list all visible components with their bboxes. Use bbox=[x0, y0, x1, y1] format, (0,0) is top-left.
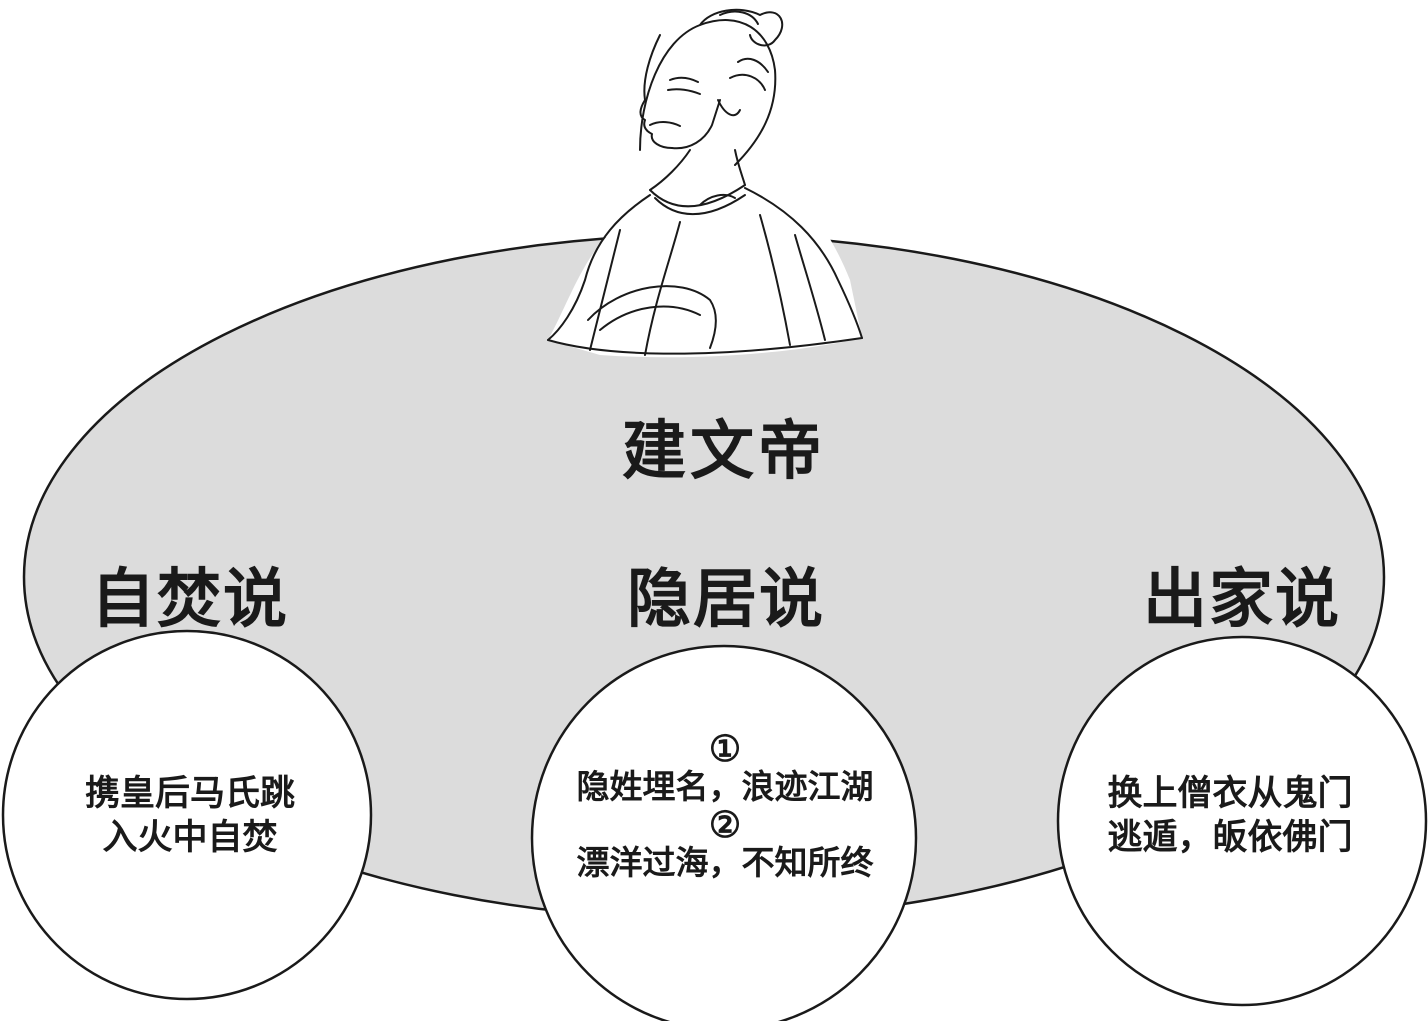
theory-detail-seclusion: ① 隐姓埋名，浪迹江湖 ② 漂洋过海，不知所终 bbox=[540, 730, 910, 882]
emperor-portrait bbox=[547, 8, 863, 358]
detail-line: 隐姓埋名，浪迹江湖 bbox=[576, 767, 874, 806]
center-title: 建文帝 bbox=[622, 414, 826, 489]
item-marker-1: ① bbox=[708, 728, 742, 770]
theory-detail-self-immolation: 携皇后马氏跳 入火中自焚 bbox=[40, 772, 340, 860]
theory-title-self-immolation: 自焚说 bbox=[91, 562, 289, 637]
theory-detail-monkhood: 换上僧衣从鬼门 逃遁，皈依佛门 bbox=[1060, 772, 1400, 860]
circle-seclusion bbox=[530, 644, 918, 1021]
detail-line: 逃遁，皈依佛门 bbox=[1107, 817, 1353, 858]
detail-line: 入火中自焚 bbox=[102, 817, 278, 858]
theory-title-seclusion: 隐居说 bbox=[627, 562, 825, 637]
detail-line: 携皇后马氏跳 bbox=[84, 773, 295, 814]
circle-monkhood bbox=[1056, 635, 1428, 1007]
item-marker-2: ② bbox=[708, 804, 742, 846]
detail-line: 漂洋过海，不知所终 bbox=[576, 843, 874, 882]
theory-title-monkhood: 出家说 bbox=[1143, 562, 1341, 637]
circle-self-immolation bbox=[1, 629, 373, 1001]
detail-line: 换上僧衣从鬼门 bbox=[1107, 773, 1353, 814]
